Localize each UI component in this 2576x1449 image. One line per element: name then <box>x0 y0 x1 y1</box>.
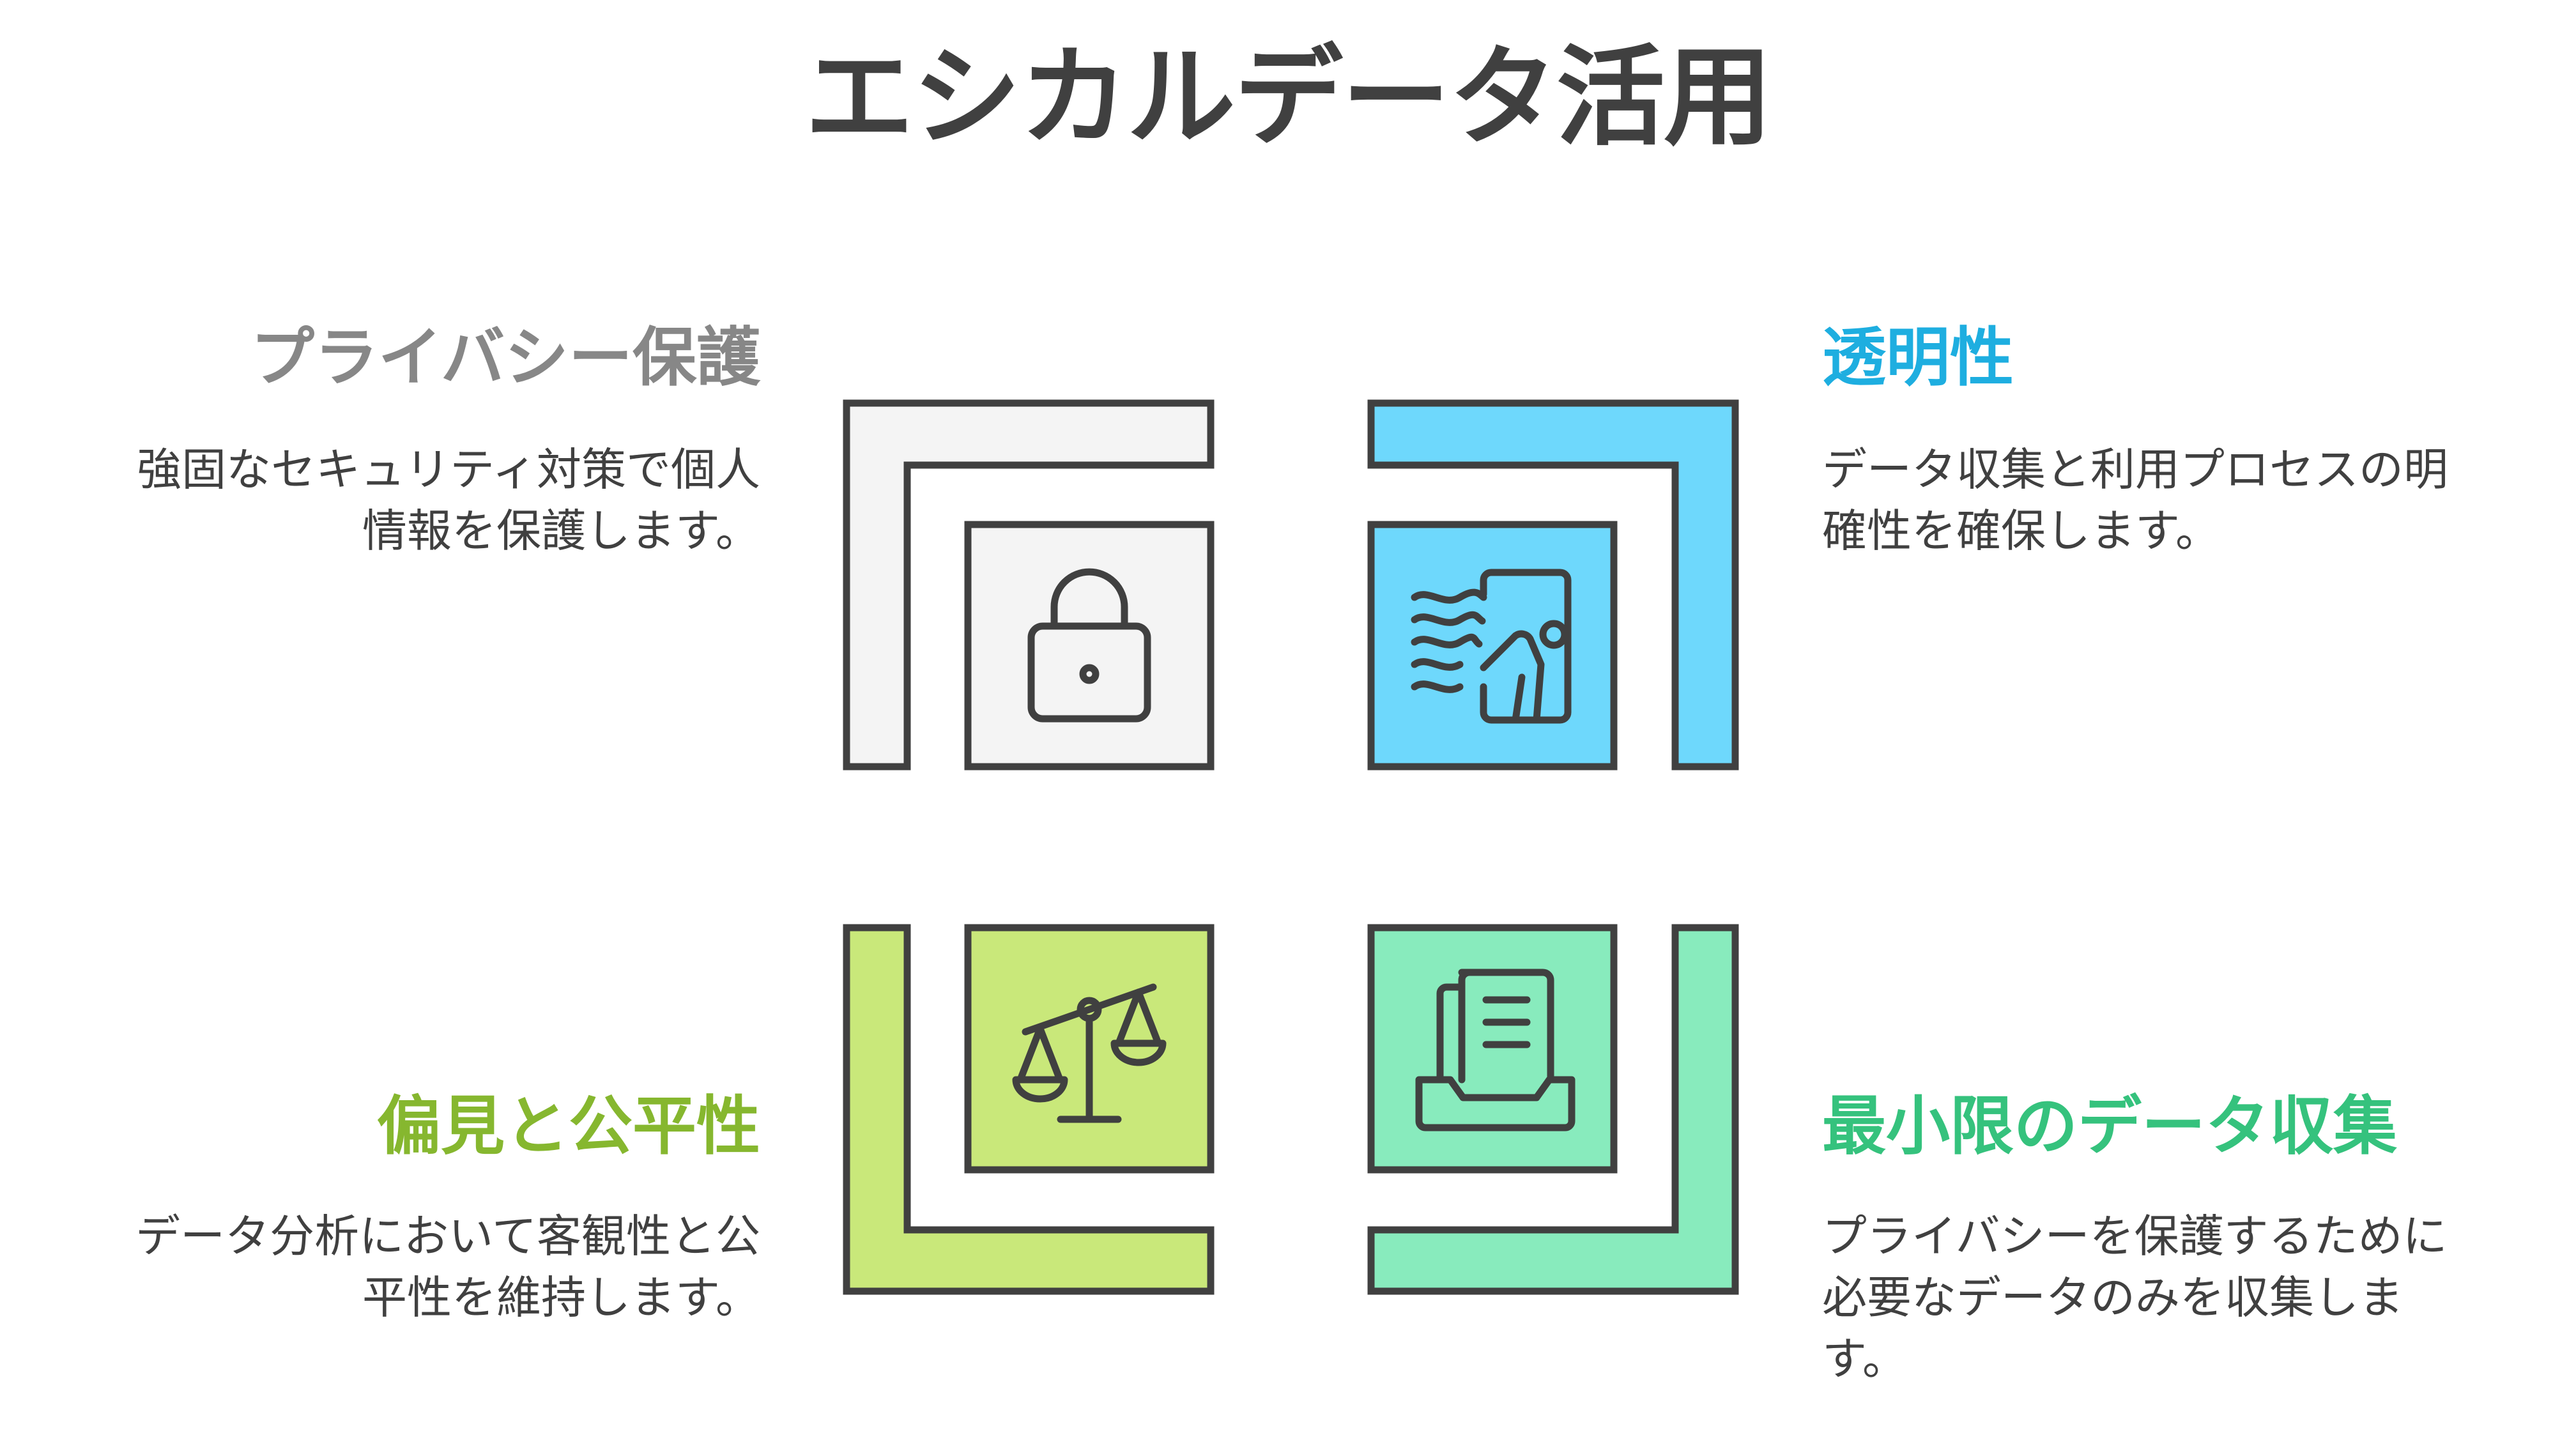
fairness-heading: 偏見と公平性 <box>377 1089 760 1163</box>
privacy-tile <box>964 521 1215 770</box>
fairness-frame <box>843 924 1215 1295</box>
minimal-tile <box>1367 924 1618 1174</box>
minimal-heading: 最小限のデータ収集 <box>1822 1089 2397 1163</box>
minimal-description-line1: プライバシーを保護するために <box>1822 1210 2448 1262</box>
minimal-frame <box>1367 924 1739 1295</box>
transparency-description-line2: 確性を確保します。 <box>1822 504 2220 557</box>
minimal-description: プライバシーを保護するために 必要なデータのみを収集しま す。 <box>1822 1206 2448 1390</box>
privacy-frame <box>843 399 1215 770</box>
transparency-heading: 透明性 <box>1822 320 2014 395</box>
page-title: エシカルデータ活用 <box>804 34 1772 161</box>
person-in-doorway-icon <box>1411 569 1572 724</box>
fairness-description-line2: 平性を維持します。 <box>362 1271 760 1324</box>
minimal-description-line3: す。 <box>1822 1332 1907 1385</box>
document-tray-icon <box>1415 969 1575 1131</box>
fairness-description-line1: データ分析において客観性と公 <box>135 1210 760 1262</box>
transparency-description-line1: データ収集と利用プロセスの明 <box>1822 443 2448 496</box>
transparency-tile <box>1367 521 1618 770</box>
fairness-tile <box>964 924 1215 1174</box>
transparency-description: データ収集と利用プロセスの明 確性を確保します。 <box>1822 440 2448 562</box>
privacy-description: 強固なセキュリティ対策で個人 情報を保護します。 <box>137 440 760 562</box>
privacy-description-line2: 情報を保護します。 <box>362 504 760 557</box>
minimal-description-line2: 必要なデータのみを収集しま <box>1822 1271 2404 1324</box>
balance-scale-icon <box>1012 983 1167 1123</box>
fairness-description: データ分析において客観性と公 平性を維持します。 <box>135 1206 760 1329</box>
lock-icon <box>1027 568 1151 723</box>
transparency-frame <box>1367 399 1739 770</box>
privacy-heading: プライバシー保護 <box>250 320 760 395</box>
privacy-description-line1: 強固なセキュリティ対策で個人 <box>137 443 760 496</box>
